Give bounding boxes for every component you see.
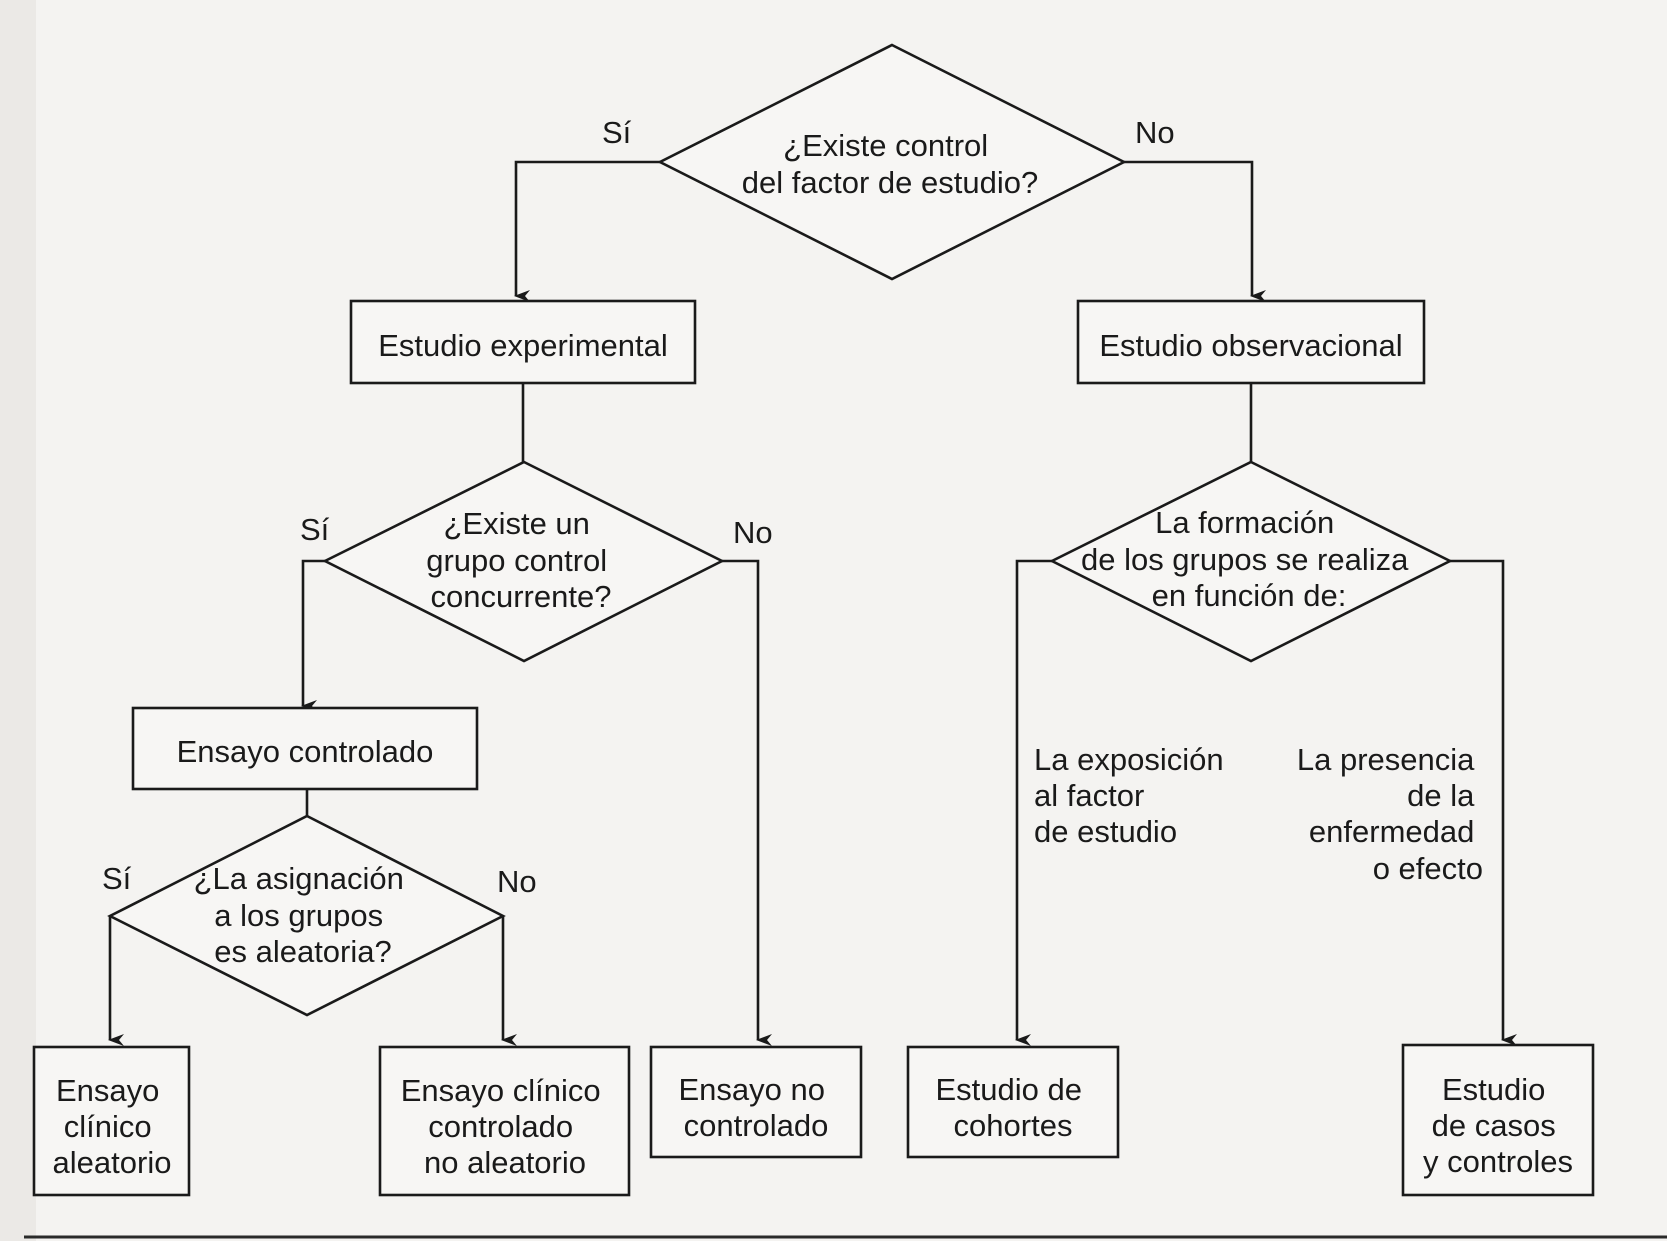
- svg-text:Ensayo controlado: Ensayo controlado: [177, 734, 434, 769]
- decision-control-factor-line-2: del factor de estudio?: [742, 165, 1038, 200]
- decision-asignacion-line-1: ¿La asignación: [194, 861, 404, 896]
- decision-grupo-control-line-1: ¿Existe un: [443, 506, 589, 541]
- edge-mid-yes: [301, 559, 325, 712]
- svg-text:Estudio de casos y: Estudio de casos y controles: [1423, 1072, 1573, 1179]
- branch-label-mid-no: No: [733, 515, 773, 550]
- box-estudio-observacional-label: Estudio observacional: [1099, 328, 1402, 363]
- decision-formacion-grupos-line-2: de los grupos se realiza: [1081, 542, 1409, 577]
- box-estudio-cohortes-line-2: cohortes: [954, 1108, 1073, 1143]
- edge-mid-no: [722, 559, 772, 1046]
- svg-text:Estudio de cohortes: Estudio de cohortes: [935, 1072, 1090, 1143]
- branch-label-presencia-line-1: La presencia: [1297, 742, 1475, 777]
- box-ensayo-clinico-aleatorio-line-3: aleatorio: [53, 1145, 172, 1180]
- box-ensayo-clinico-aleatorio-line-2: clínico: [64, 1109, 152, 1144]
- box-estudio-casos-controles: Estudio de casos y controles: [1401, 1043, 1595, 1197]
- box-estudio-casos-controles-line-2: de casos: [1432, 1108, 1556, 1143]
- branch-label-presencia: La presencia de la enfermedad o efecto: [1297, 742, 1483, 886]
- box-ensayo-clinico-no-aleatorio-line-2: controlado: [428, 1109, 573, 1144]
- decision-control-factor: ¿Existe control del factor de estudio?: [657, 43, 1127, 281]
- branch-label-top-no: No: [1135, 115, 1175, 150]
- box-estudio-experimental: Estudio experimental: [349, 299, 697, 385]
- svg-text:Ensayo no controlado: Ensayo no controlado: [678, 1072, 833, 1143]
- box-ensayo-no-controlado: Ensayo no controlado: [649, 1045, 863, 1159]
- box-estudio-experimental-label: Estudio experimental: [378, 328, 668, 363]
- branch-label-low-yes: Sí: [102, 861, 132, 896]
- box-estudio-casos-controles-line-1: Estudio: [1442, 1072, 1545, 1107]
- box-ensayo-clinico-aleatorio-line-1: Ensayo: [56, 1073, 159, 1108]
- svg-text:¿Existe un grupo control: ¿Existe un grupo control concurrente?: [426, 506, 616, 614]
- box-estudio-cohortes: Estudio de cohortes: [906, 1045, 1120, 1159]
- box-ensayo-controlado: Ensayo controlado: [131, 706, 479, 791]
- box-ensayo-no-controlado-line-1: Ensayo no: [678, 1072, 825, 1107]
- branch-label-top-yes: Sí: [602, 115, 632, 150]
- branch-label-low-no: No: [497, 864, 537, 899]
- decision-grupo-control: ¿Existe un grupo control concurrente?: [322, 460, 725, 663]
- decision-formacion-grupos-line-3: en función de:: [1152, 578, 1347, 613]
- svg-text:Ensayo clínico ale: Ensayo clínico aleatorio: [53, 1073, 172, 1180]
- svg-text:Estudio observacional: Estudio observacional: [1099, 328, 1402, 363]
- page-margin: [0, 0, 36, 1241]
- decision-grupo-control-line-2: grupo control: [426, 543, 607, 578]
- branch-label-presencia-line-2: de la: [1407, 778, 1475, 813]
- box-ensayo-no-controlado-line-2: controlado: [684, 1108, 829, 1143]
- box-ensayo-clinico-aleatorio: Ensayo clínico aleatorio: [32, 1045, 191, 1197]
- edge-top-yes: [514, 160, 660, 302]
- decision-grupo-control-line-3: concurrente?: [431, 579, 612, 614]
- branch-label-mid-yes: Sí: [300, 512, 330, 547]
- box-ensayo-clinico-no-aleatorio-line-1: Ensayo clínico: [401, 1073, 601, 1108]
- box-estudio-cohortes-line-1: Estudio de: [935, 1072, 1082, 1107]
- decision-control-factor-line-1: ¿Existe control: [783, 128, 988, 163]
- branch-label-presencia-line-3: enfermedad: [1309, 814, 1474, 849]
- decision-asignacion: ¿La asignación a los grupos es aleatoria…: [107, 814, 506, 1017]
- svg-text:¿Existe control del fact: ¿Existe control del factor de estudio?: [742, 128, 1038, 200]
- svg-text:¿La asignación a los gru: ¿La asignación a los grupos es aleatoria…: [194, 861, 413, 969]
- edge-top-no: [1124, 160, 1266, 302]
- branch-label-exposicion-line-2: al factor: [1034, 778, 1144, 813]
- svg-text:Estudio experimental: Estudio experimental: [378, 328, 668, 363]
- edge-right-cohortes: [1015, 559, 1052, 1046]
- svg-text:Ensayo clínico controlad: Ensayo clínico controlado no aleatorio: [401, 1073, 610, 1180]
- box-ensayo-controlado-label: Ensayo controlado: [177, 734, 434, 769]
- branch-label-exposicion: La exposición al factor de estudio: [1034, 742, 1232, 849]
- decision-formacion-grupos: La formación de los grupos se realiza en…: [1049, 460, 1453, 663]
- box-ensayo-clinico-no-aleatorio: Ensayo clínico controlado no aleatorio: [378, 1045, 631, 1197]
- box-estudio-observacional: Estudio observacional: [1076, 299, 1426, 385]
- branch-label-exposicion-line-3: de estudio: [1034, 814, 1177, 849]
- decision-asignacion-line-2: a los grupos: [214, 898, 383, 933]
- branch-label-presencia-line-4: o efecto: [1373, 851, 1483, 886]
- edge-right-casos: [1450, 559, 1517, 1046]
- box-ensayo-clinico-no-aleatorio-line-3: no aleatorio: [424, 1145, 586, 1180]
- decision-asignacion-line-3: es aleatoria?: [214, 934, 392, 969]
- box-estudio-casos-controles-line-3: y controles: [1423, 1144, 1573, 1179]
- decision-formacion-grupos-line-1: La formación: [1155, 505, 1334, 540]
- svg-text:La formación de los grup: La formación de los grupos se realiza en…: [1081, 505, 1417, 613]
- branch-label-exposicion-line-1: La exposición: [1034, 742, 1224, 777]
